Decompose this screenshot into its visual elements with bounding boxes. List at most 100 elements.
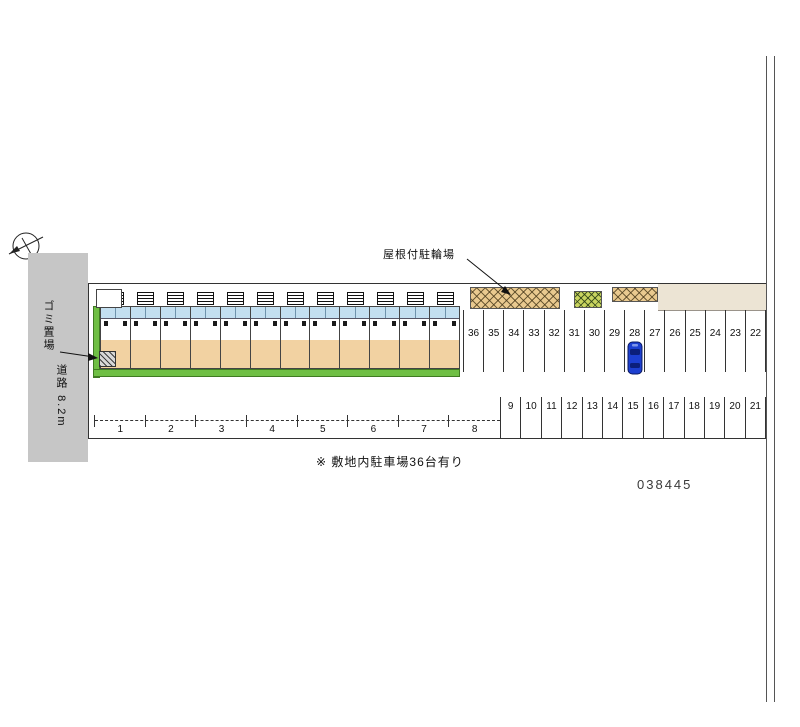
parking-space: 10: [521, 397, 542, 438]
parking-space-number: 21: [749, 401, 761, 412]
parked-car-icon: [627, 341, 643, 375]
apartment-unit: [129, 307, 160, 368]
parking-space-number: 10: [525, 401, 537, 412]
parking-space: 33: [524, 310, 545, 372]
parking-space-number: 2: [168, 424, 174, 435]
parking-space: 36: [464, 310, 485, 372]
parking-space-number: 11: [546, 401, 557, 412]
parking-space-number: 30: [588, 328, 600, 339]
unit-room: [430, 340, 460, 368]
unit-balcony: [101, 307, 130, 319]
stairs-glyph: [376, 292, 394, 305]
parking-space-number: 6: [370, 424, 377, 435]
parking-space: 25: [686, 310, 706, 372]
unit-balcony: [130, 307, 160, 319]
unit-room: [190, 340, 220, 368]
parking-space: 14: [603, 397, 624, 438]
unit-room: [160, 340, 190, 368]
parking-space: 16: [644, 397, 665, 438]
unit-room: [400, 340, 430, 368]
unit-room: [280, 340, 310, 368]
parking-space-number: 16: [647, 401, 659, 412]
parking-space: 6: [347, 415, 399, 439]
entrance-stairs-icon: [190, 292, 220, 306]
stairs-glyph: [166, 292, 184, 305]
parking-space: 21: [746, 397, 767, 438]
unit-entry: [430, 319, 460, 340]
parking-space: 31: [565, 310, 585, 372]
unit-entry: [400, 319, 430, 340]
parking-space: 18: [685, 397, 705, 438]
parking-space: 28: [625, 310, 646, 372]
unit-entry: [101, 319, 130, 340]
covered-bicycle-parking: [470, 287, 560, 309]
unit-entry: [220, 319, 250, 340]
parking-space: 12: [562, 397, 583, 438]
parking-space-number: 23: [729, 328, 741, 339]
unit-room: [250, 340, 280, 368]
entrance-stairs-icon: [430, 292, 460, 306]
entrance-stairs-icon: [340, 292, 370, 306]
parking-space-number: 26: [669, 328, 681, 339]
stairs-glyph: [136, 292, 154, 305]
unit-entry: [370, 319, 400, 340]
stairs-glyph: [406, 292, 424, 305]
unit-entry: [190, 319, 220, 340]
apartment-building: [100, 306, 460, 369]
apartment-unit: [279, 307, 310, 368]
road-label: 道路 8.2m: [53, 364, 69, 428]
entrance-stairs-icon: [130, 292, 160, 306]
small-structure: [612, 287, 658, 302]
road-area: [28, 253, 88, 462]
parking-space: 35: [484, 310, 505, 372]
entrance-stairs-icon: [370, 292, 400, 306]
parking-space: 7: [397, 415, 450, 439]
unit-entry: [340, 319, 370, 340]
apartment-unit: [369, 307, 400, 368]
unit-room: [220, 340, 250, 368]
parking-space-number: 17: [668, 401, 680, 412]
unit-room: [130, 340, 160, 368]
parking-space-number: 18: [688, 401, 700, 412]
parking-space: 2: [144, 415, 197, 439]
parking-space: 4: [245, 415, 298, 439]
unit-room: [370, 340, 400, 368]
unit-entry: [280, 319, 310, 340]
building-corner-room: [96, 289, 122, 308]
building-entrance-row: [100, 292, 460, 306]
parking-space: 24: [706, 310, 726, 372]
small-structure: [574, 291, 602, 308]
unit-balcony: [340, 307, 370, 319]
unit-balcony: [430, 307, 460, 319]
site-boundary-bottom: [88, 438, 766, 439]
parking-space-number: 34: [508, 328, 520, 339]
stairs-glyph: [256, 292, 274, 305]
stairs-glyph: [286, 292, 304, 305]
parking-space: 32: [545, 310, 565, 372]
apartment-unit: [249, 307, 280, 368]
stairs-glyph: [316, 292, 334, 305]
entrance-stairs-icon: [310, 292, 340, 306]
parking-space-number: 36: [468, 328, 480, 339]
parking-space: 34: [504, 310, 525, 372]
north-compass-icon: [8, 232, 44, 260]
garbage-area-label: ゴミ置場: [42, 300, 54, 352]
parking-space-number: 19: [709, 401, 721, 412]
parking-space: 17: [664, 397, 685, 438]
unit-entry: [160, 319, 190, 340]
site-boundary-right: [766, 56, 775, 702]
parking-space-number: 9: [507, 401, 514, 412]
entrance-stairs-icon: [250, 292, 280, 306]
unit-balcony: [310, 307, 340, 319]
parking-space-number: 29: [608, 328, 621, 339]
stairs-glyph: [346, 292, 364, 305]
unit-balcony: [280, 307, 310, 319]
parking-space: 8: [448, 415, 500, 439]
bicycle-parking-label: 屋根付駐輪場: [383, 249, 455, 261]
unit-balcony: [400, 307, 430, 319]
parking-space-number: 31: [568, 328, 580, 339]
parking-space: 20: [725, 397, 746, 438]
landscaping-strip-left: [93, 306, 100, 378]
